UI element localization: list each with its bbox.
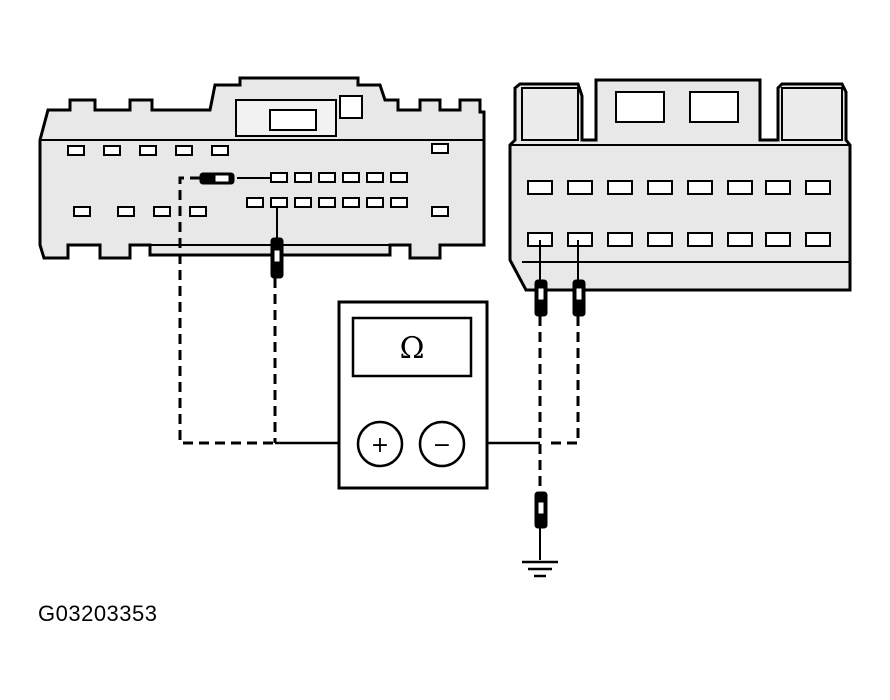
figure-id: G03203353 bbox=[38, 601, 158, 626]
ground-symbol-icon bbox=[522, 560, 558, 578]
right-connector bbox=[508, 78, 852, 292]
probe-icon bbox=[534, 491, 548, 529]
right-connector-terminals bbox=[527, 180, 831, 247]
lead-left-upper bbox=[178, 176, 275, 445]
left-connector bbox=[38, 76, 486, 260]
probe-icon bbox=[199, 172, 235, 185]
multimeter-display bbox=[351, 316, 473, 378]
negative-terminal-label: − bbox=[433, 433, 451, 458]
probe-icon bbox=[270, 237, 284, 279]
probe-icon bbox=[572, 279, 586, 317]
probe-icon bbox=[534, 279, 548, 317]
lead-right-outer bbox=[545, 316, 580, 445]
multimeter: Ω + − bbox=[337, 300, 489, 490]
negative-terminal bbox=[418, 420, 466, 468]
ohm-symbol: Ω bbox=[400, 331, 425, 366]
probe-tips bbox=[199, 172, 586, 529]
positive-terminal-label: + bbox=[371, 433, 389, 458]
left-connector-terminals bbox=[67, 143, 449, 217]
left-connector-body bbox=[38, 76, 486, 260]
positive-terminal bbox=[356, 420, 404, 468]
